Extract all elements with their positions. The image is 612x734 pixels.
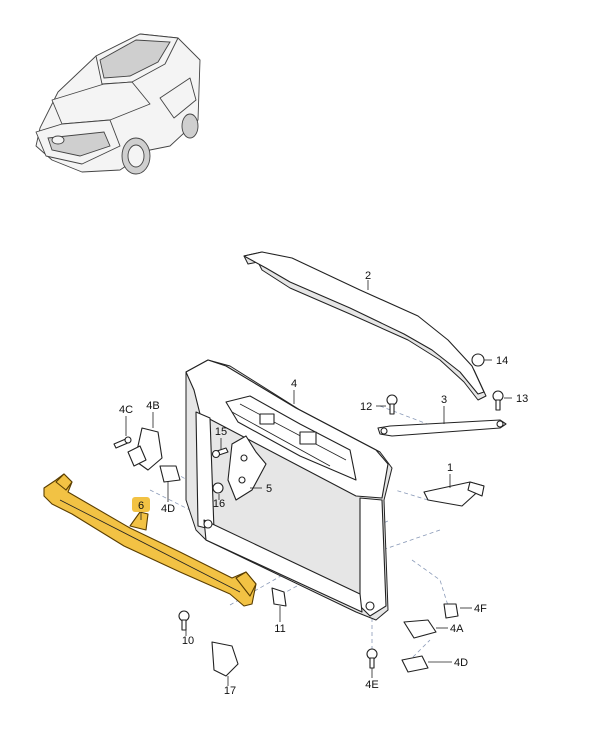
callout-4: 4 (291, 378, 297, 390)
part-10-screw (178, 610, 190, 631)
callout-4B: 4B (146, 400, 159, 412)
callout-1: 1 (447, 462, 453, 474)
callout-4C: 4C (119, 404, 133, 416)
part-6-impact-bar (43, 473, 257, 607)
callout-4F: 4F (474, 603, 487, 615)
part-4A-clip (403, 619, 437, 639)
callout-labels: 2 14 13 4 12 3 4C 4B 15 1 5 16 4D 6 4F 4… (119, 270, 528, 697)
callout-5: 5 (266, 483, 272, 495)
callout-4D-left: 4D (161, 503, 175, 515)
callout-17: 17 (224, 685, 236, 697)
part-4D-clip-right (401, 655, 429, 673)
callout-4D-right: 4D (454, 657, 468, 669)
part-5-bracket (227, 435, 267, 501)
callout-4E: 4E (365, 679, 378, 691)
part-11-clip (271, 587, 287, 607)
part-4F-nut (443, 603, 459, 619)
leader-lines (125, 280, 512, 686)
highlight-badge-6 (132, 497, 150, 512)
callout-2: 2 (365, 270, 371, 282)
callout-10: 10 (182, 635, 194, 647)
part-4-lock-carrier (185, 359, 393, 621)
callout-15: 15 (215, 426, 227, 438)
callout-11: 11 (274, 623, 285, 635)
car-thumbnail (35, 33, 201, 175)
part-15-screw (211, 447, 229, 459)
part-14-nut (471, 353, 485, 367)
part-4D-clip-left (159, 465, 181, 483)
part-16-nut (212, 482, 224, 494)
callout-12: 12 (360, 401, 372, 413)
part-4B-bracket (127, 427, 163, 471)
callout-4A: 4A (450, 623, 464, 635)
part-13-screw (492, 390, 504, 411)
part-4E-screw (366, 648, 378, 669)
part-4C-screw (113, 436, 132, 449)
callout-14: 14 (496, 355, 508, 367)
callout-6: 6 (138, 500, 144, 512)
part-2-cross-member (243, 251, 487, 401)
part-1-bracket (423, 481, 485, 507)
callout-3: 3 (441, 394, 447, 406)
part-3-strut (377, 419, 507, 437)
part-17-guide (211, 641, 239, 677)
part-12-screw (386, 394, 398, 415)
callout-16: 16 (213, 498, 225, 510)
callout-13: 13 (516, 393, 528, 405)
